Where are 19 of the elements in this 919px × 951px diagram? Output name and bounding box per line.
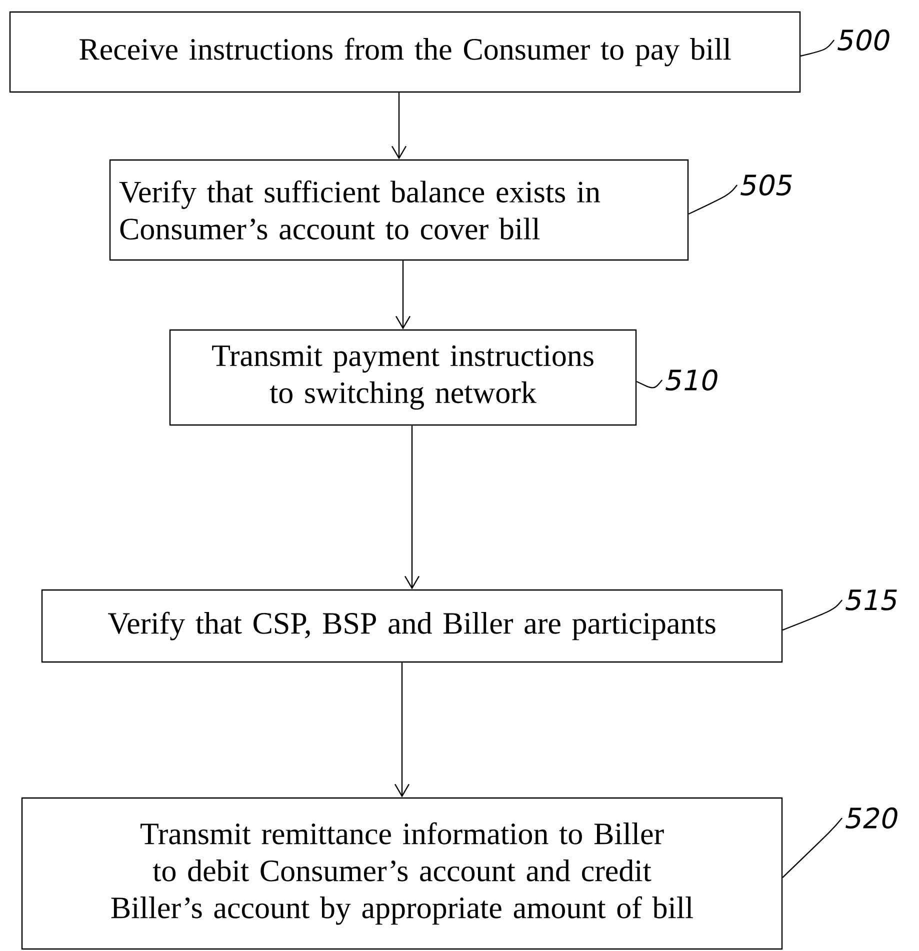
leader-line	[636, 380, 663, 388]
reference-numeral: 505	[740, 174, 792, 196]
arrow	[391, 92, 407, 160]
reference-numeral: 515	[846, 590, 897, 610]
leader-line	[782, 818, 843, 878]
process-box: Receive instructions from the Consumer to pay bill	[9, 11, 801, 93]
arrow	[395, 260, 411, 330]
reference-numeral: 520	[846, 807, 898, 829]
arrow	[404, 426, 420, 590]
arrow	[394, 662, 410, 798]
reference-numeral: 500	[838, 29, 890, 51]
process-box: Verify that CSP, BSP and Biller are participants	[41, 589, 783, 663]
process-box: Verify that sufficient balance exists in Consumer’s account to cover bill	[109, 159, 689, 261]
leader-line	[688, 184, 738, 215]
process-box: Transmit remittance information to Biller to debit Consumer’s account and credit Biller’s account by appropriate amount of bill	[21, 797, 783, 950]
leader-line	[782, 600, 843, 631]
leader-line	[800, 40, 835, 57]
reference-numeral: 510	[666, 369, 718, 391]
process-box: Transmit payment instructions to switching network	[169, 329, 637, 426]
